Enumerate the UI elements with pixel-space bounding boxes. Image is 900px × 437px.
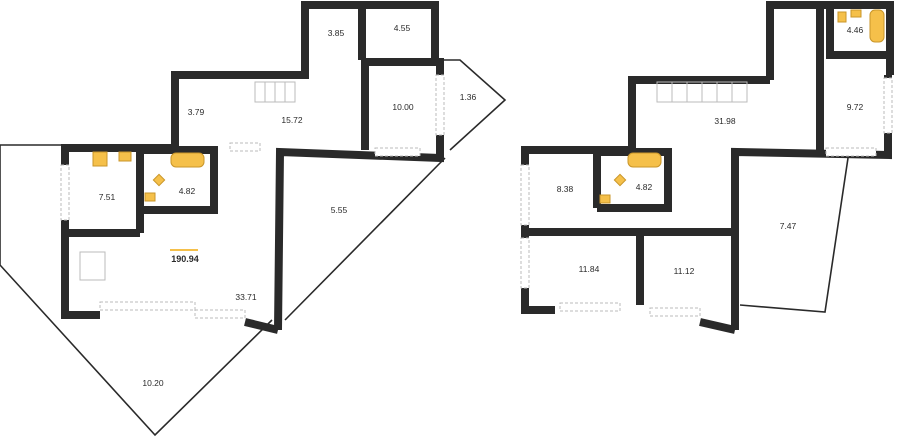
room-area: 8.38 (557, 184, 574, 194)
room-area: 31.98 (714, 116, 736, 126)
walls-bath-2 (593, 148, 672, 212)
room-area: 11.12 (674, 266, 695, 276)
toilet-icon (837, 11, 847, 23)
balcony-outline (440, 59, 507, 151)
room-area: 11.84 (579, 264, 600, 274)
room-area: 10.20 (142, 378, 164, 388)
room-area: 7.47 (780, 221, 797, 231)
bathtub-icon (869, 9, 885, 43)
room-area: 5.55 (331, 205, 348, 215)
room-area: 9.72 (847, 102, 864, 112)
walls-hall (521, 76, 770, 314)
room-area: 4.55 (394, 23, 411, 33)
sink-icon (850, 9, 862, 18)
walls-right-rooms (731, 75, 892, 330)
level-2-plan: 4.46 31.98 9.72 8.38 4.82 7.47 11.84 11.… (520, 1, 894, 334)
walls-upper (301, 1, 439, 60)
toilet-icon (144, 192, 156, 202)
room-area: 1.36 (460, 92, 477, 102)
room-area: 4.82 (179, 186, 196, 196)
room-area: 3.85 (328, 28, 345, 38)
walls-room-10 (274, 58, 444, 331)
room-area: 4.82 (636, 182, 653, 192)
washbasin-icon (613, 173, 627, 187)
washbasin-icon (152, 173, 166, 187)
terrace-outline (0, 144, 273, 437)
room-area: 7.51 (99, 192, 116, 202)
room-area: 10.00 (392, 102, 414, 112)
stove-icon (92, 151, 108, 167)
bathtub-icon (627, 152, 662, 168)
toilet-icon (599, 194, 611, 204)
total-area: 190.94 (171, 254, 199, 264)
level-1-plan: 3.85 4.55 3.79 15.72 10.00 1.36 7.51 4.8… (0, 1, 507, 437)
walls-bath (136, 146, 218, 233)
room-area: 4.46 (847, 25, 864, 35)
room-area: 3.79 (188, 107, 205, 117)
room-area: 33.71 (235, 292, 257, 302)
room-area: 15.72 (281, 115, 303, 125)
bathtub-icon (170, 152, 205, 168)
terrace-upper-outline (739, 157, 849, 313)
terrace-5-55-outline (284, 157, 446, 321)
walls-stair-hall (171, 60, 309, 148)
sink-icon (118, 151, 132, 162)
